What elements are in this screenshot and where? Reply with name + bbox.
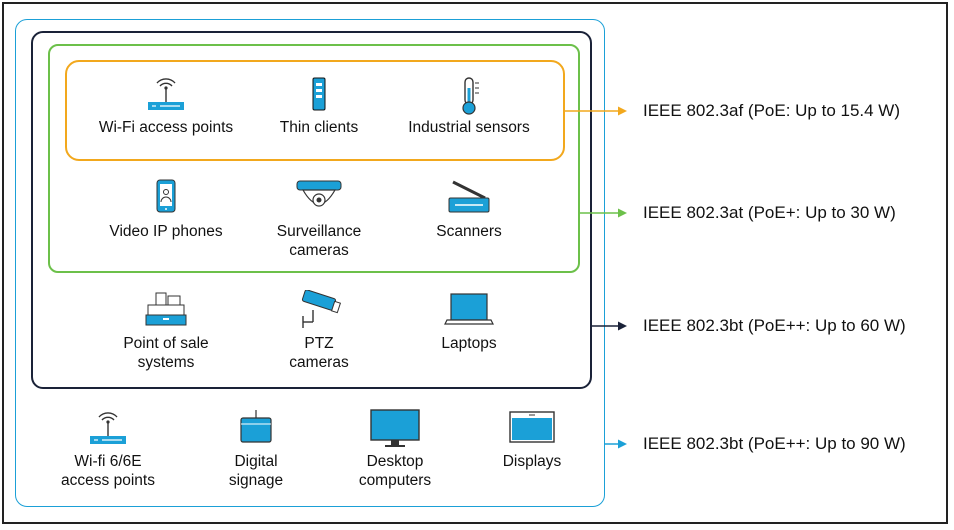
- device-label: Point of sale systems: [123, 335, 209, 371]
- arrow-30w: [580, 208, 627, 218]
- standard-label-60w: IEEE 802.3bt (PoE++: Up to 60 W): [643, 316, 906, 335]
- device-thin-clients: Thin clients: [234, 74, 404, 137]
- device-label: Laptops: [441, 335, 497, 352]
- device-label: Wi-Fi access points: [98, 119, 234, 136]
- device-digital-signage: Digital signage: [171, 408, 341, 490]
- device-surveillance-cameras: Surveillance cameras: [234, 178, 404, 260]
- standard-label-15w: IEEE 802.3af (PoE: Up to 15.4 W): [643, 101, 901, 120]
- device-laptops: Laptops: [384, 290, 554, 353]
- device-label: Video IP phones: [109, 223, 223, 240]
- device-industrial-sensors: Industrial sensors: [384, 74, 554, 137]
- wifi-access-point-icon: [90, 412, 126, 444]
- outer-frame: [2, 2, 948, 524]
- wifi-access-point-icon: [148, 78, 184, 110]
- device-label: Scanners: [436, 223, 502, 240]
- ptz-camera-icon: [301, 290, 342, 328]
- thermometer-icon: [462, 77, 479, 115]
- dome-camera-icon: [296, 180, 342, 207]
- device-video-ip-phones: Video IP phones: [81, 178, 251, 241]
- arrow-60w: [592, 321, 627, 331]
- device-label: Digital signage: [228, 453, 284, 489]
- desktop-monitor-icon: [370, 409, 420, 447]
- display-icon: [509, 411, 555, 443]
- device-label: Surveillance cameras: [276, 223, 362, 259]
- device-label: Thin clients: [279, 119, 359, 136]
- standard-label-90w: IEEE 802.3bt (PoE++: Up to 90 W): [643, 434, 906, 453]
- device-point-of-sale: Point of sale systems: [81, 290, 251, 372]
- group-box-90w: [15, 19, 605, 507]
- device-wifi-6-access-points: Wi-fi 6/6E access points: [23, 408, 193, 490]
- device-desktop-computers: Desktop computers: [310, 408, 480, 490]
- device-label: Displays: [502, 453, 562, 470]
- scanner-icon: [448, 180, 490, 213]
- group-box-15w: [65, 60, 565, 161]
- laptop-icon: [444, 293, 494, 325]
- group-box-30w: [48, 44, 580, 273]
- device-label: Desktop computers: [358, 453, 432, 489]
- group-box-60w: [31, 31, 592, 389]
- device-label: PTZ cameras: [289, 335, 349, 371]
- device-ptz-cameras: PTZ cameras: [234, 290, 404, 372]
- device-label: Wi-fi 6/6E access points: [61, 453, 155, 489]
- device-label: Industrial sensors: [408, 119, 530, 136]
- cash-register-icon: [145, 292, 187, 326]
- video-phone-icon: [156, 179, 176, 213]
- device-wifi-access-points: Wi-Fi access points: [81, 74, 251, 137]
- digital-signage-icon: [240, 410, 272, 443]
- arrow-15w: [565, 106, 627, 116]
- thin-client-icon: [312, 77, 326, 111]
- device-displays: Displays: [447, 408, 617, 471]
- standard-label-30w: IEEE 802.3at (PoE+: Up to 30 W): [643, 203, 896, 222]
- device-scanners: Scanners: [384, 178, 554, 241]
- arrow-90w: [605, 439, 627, 449]
